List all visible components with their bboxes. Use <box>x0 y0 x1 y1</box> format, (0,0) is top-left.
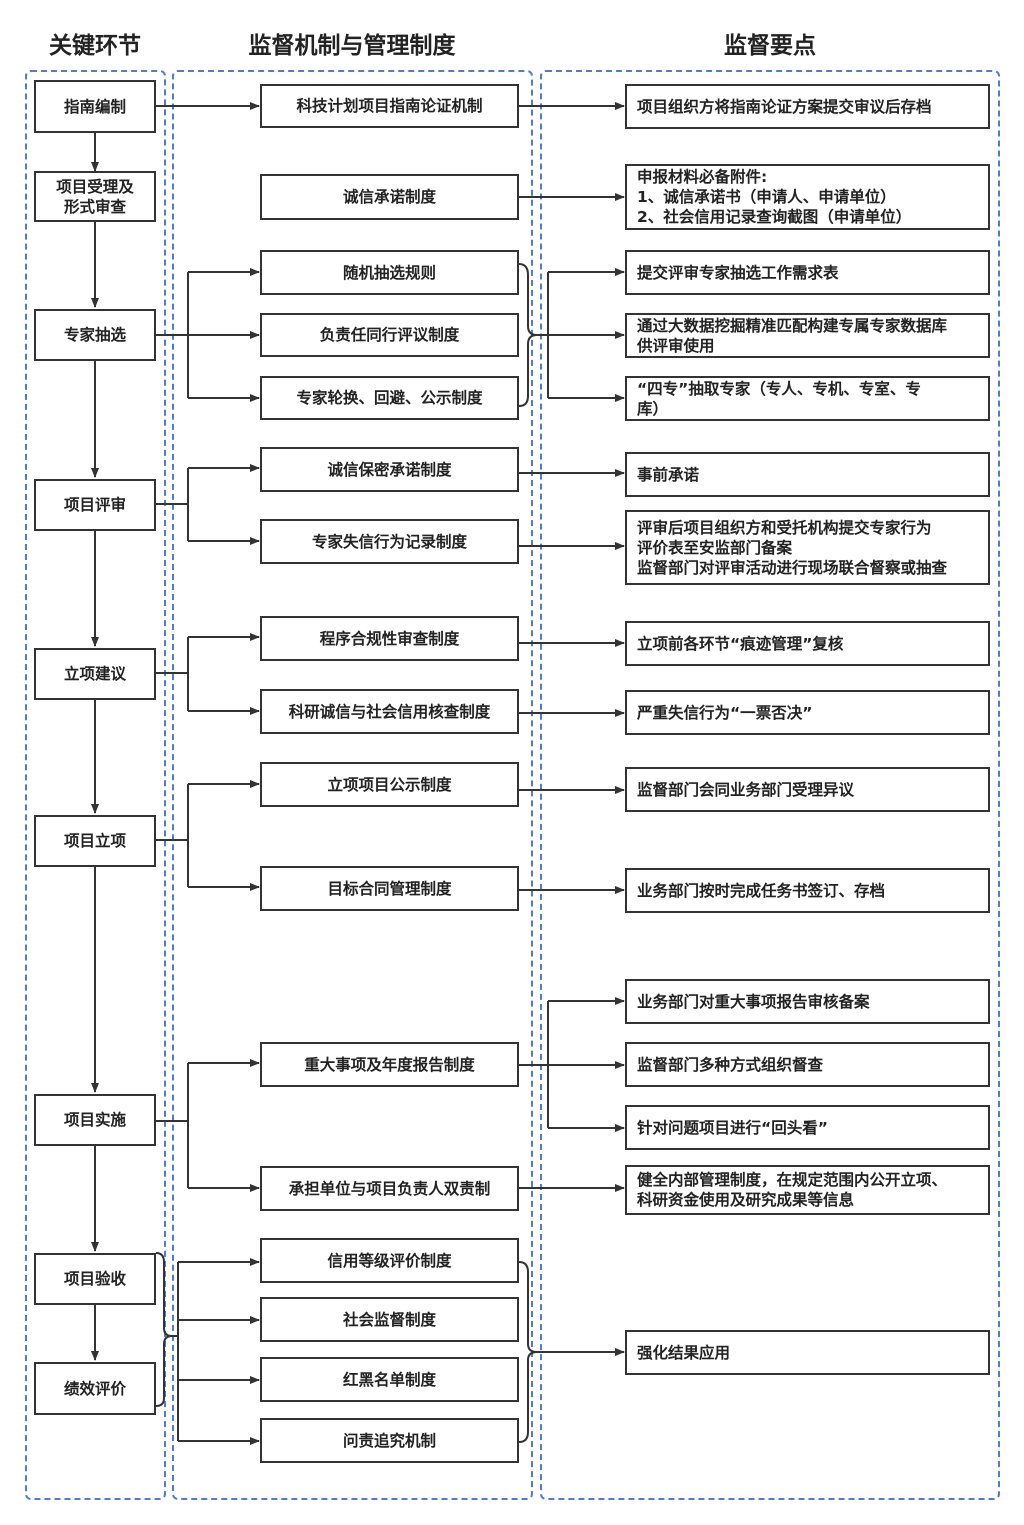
point-box: 严重失信行为“一票否决” <box>625 690 990 735</box>
stages-column-frame <box>25 70 166 1500</box>
mechanism-box: 信用等级评价制度 <box>260 1238 519 1283</box>
point-box: 健全内部管理制度，在规定范围内公开立项、 科研资金使用及研究成果等信息 <box>625 1165 990 1215</box>
mechanism-box: 诚信保密承诺制度 <box>260 447 519 492</box>
stage-approval-proposal: 立项建议 <box>34 648 156 700</box>
point-box: 申报材料必备附件: 1、诚信承诺书（申请人、申请单位） 2、社会信用记录查询截图… <box>625 164 990 230</box>
mechanisms-column-frame <box>172 70 533 1500</box>
stage-expert-selection: 专家抽选 <box>34 309 156 361</box>
mechanism-box: 社会监督制度 <box>260 1297 519 1342</box>
point-box: 立项前各环节“痕迹管理”复核 <box>625 621 990 666</box>
point-box: 通过大数据挖掘精准匹配构建专属专家数据库 供评审使用 <box>625 313 990 358</box>
mechanism-box: 问责追究机制 <box>260 1418 519 1463</box>
stage-guide-compilation: 指南编制 <box>34 80 156 133</box>
point-box: 提交评审专家抽选工作需求表 <box>625 250 990 295</box>
point-box: “四专”抽取专家（专人、专机、专室、专 库） <box>625 376 990 421</box>
point-box: 监督部门会同业务部门受理异议 <box>625 767 990 812</box>
mechanism-box: 专家轮换、回避、公示制度 <box>260 376 519 420</box>
point-box: 针对问题项目进行“回头看” <box>625 1105 990 1150</box>
point-box: 评审后项目组织方和受托机构提交专家行为 评价表至安监部门备案 监督部门对评审活动… <box>625 510 990 585</box>
stage-performance-evaluation: 绩效评价 <box>34 1362 156 1415</box>
points-column-title: 监督要点 <box>724 33 816 59</box>
mechanism-box: 程序合规性审查制度 <box>260 616 519 661</box>
point-box: 强化结果应用 <box>625 1330 990 1375</box>
points-column-frame <box>540 70 1000 1500</box>
mechanism-box: 随机抽选规则 <box>260 250 519 295</box>
point-box: 业务部门对重大事项报告审核备案 <box>625 979 990 1024</box>
mechanism-box: 诚信承诺制度 <box>260 174 519 220</box>
mechanism-box: 红黑名单制度 <box>260 1357 519 1402</box>
point-box: 监督部门多种方式组织督查 <box>625 1042 990 1087</box>
mechanism-box: 科研诚信与社会信用核查制度 <box>260 689 519 734</box>
stage-acceptance-review: 项目受理及 形式审查 <box>34 171 156 222</box>
point-box: 事前承诺 <box>625 452 990 497</box>
stages-column-title: 关键环节 <box>49 33 141 59</box>
stage-acceptance: 项目验收 <box>34 1253 156 1305</box>
mechanism-box: 科技计划项目指南论证机制 <box>260 84 519 128</box>
point-box: 项目组织方将指南论证方案提交审议后存档 <box>625 84 990 129</box>
mechanism-box: 重大事项及年度报告制度 <box>260 1042 519 1087</box>
point-box: 业务部门按时完成任务书签订、存档 <box>625 868 990 913</box>
stage-project-review: 项目评审 <box>34 479 156 531</box>
stage-project-approval: 项目立项 <box>34 815 156 867</box>
mechanism-box: 承担单位与项目负责人双责制 <box>260 1166 519 1211</box>
mechanism-box: 立项项目公示制度 <box>260 762 519 807</box>
stage-implementation: 项目实施 <box>34 1094 156 1146</box>
mechanism-box: 负责任同行评议制度 <box>260 313 519 357</box>
mechanisms-column-title: 监督机制与管理制度 <box>248 33 456 59</box>
mechanism-box: 目标合同管理制度 <box>260 866 519 911</box>
mechanism-box: 专家失信行为记录制度 <box>260 519 519 564</box>
